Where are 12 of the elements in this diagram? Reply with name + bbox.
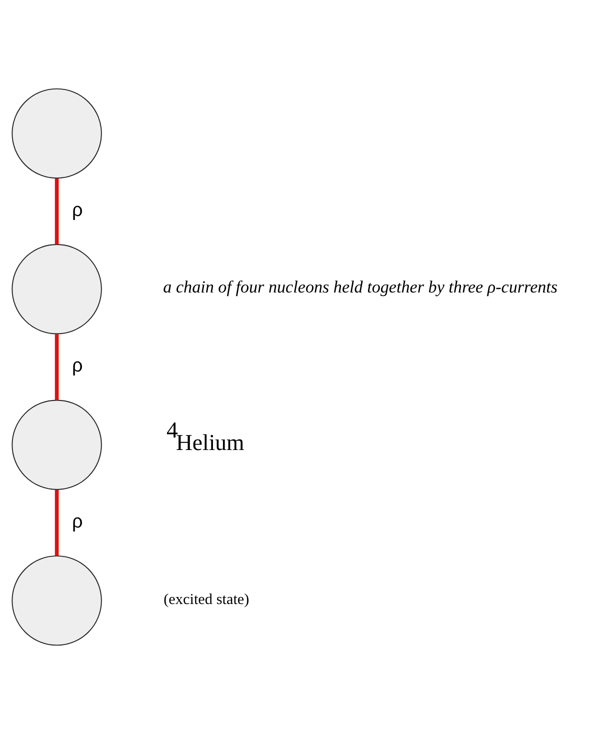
label: (excited state) — [164, 590, 250, 608]
edge-label: ρ — [72, 355, 83, 376]
connector — [54, 334, 59, 400]
node-circle — [12, 244, 102, 334]
edge-label: ρ — [72, 200, 83, 221]
node-circle — [12, 88, 102, 178]
node-circle — [12, 554, 102, 646]
connector — [54, 178, 59, 244]
label: a chain of four nucleons held together by three ρ-currents — [163, 276, 558, 296]
edge-label: ρ — [72, 510, 83, 532]
node-circle — [12, 399, 102, 490]
connector — [54, 489, 59, 556]
